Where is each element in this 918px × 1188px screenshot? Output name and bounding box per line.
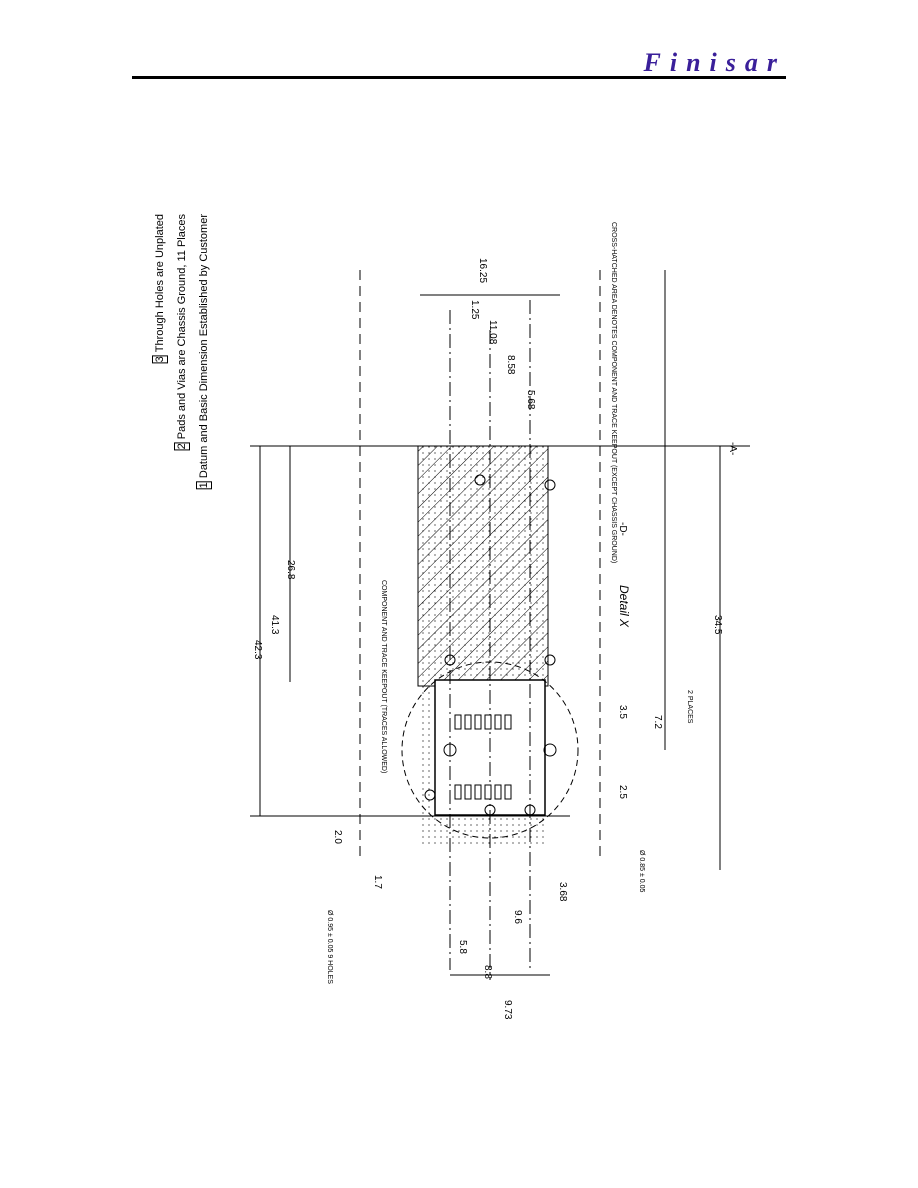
datum-d-label: -D- bbox=[617, 522, 628, 536]
dimension-label: 1.25 bbox=[469, 300, 480, 320]
dimension-label: 26.8 bbox=[285, 560, 296, 580]
dimension-label: 3.5 bbox=[617, 705, 628, 719]
hole bbox=[544, 654, 556, 666]
hole bbox=[444, 654, 456, 666]
datum-a-label: -A- bbox=[727, 442, 738, 455]
dimension-label: 16.25 bbox=[477, 258, 488, 283]
dimension-label: 11.08 bbox=[487, 320, 498, 345]
dimension-label: 9.6 bbox=[512, 910, 523, 924]
dimension-label: 5.68 bbox=[525, 390, 536, 410]
dimension-label: 5.8 bbox=[457, 940, 468, 954]
dimension-label: 8.8 bbox=[482, 965, 493, 979]
hole bbox=[544, 479, 556, 491]
dimension-label: 1.7 bbox=[372, 875, 383, 889]
mechanical-drawing: Detail X -A- -D- 16.25 1.25 11.08 8.58 5… bbox=[250, 222, 750, 1020]
callout-text: COMPONENT AND TRACE KEEPOUT (TRACES ALLO… bbox=[380, 580, 387, 773]
callout-text: Ø 0.95 ± 0.05 9 HOLES bbox=[326, 910, 333, 984]
callout-text: 2 PLACES bbox=[686, 690, 693, 724]
hole bbox=[484, 804, 496, 816]
callout-text: CROSS-HATCHED AREA DENOTES COMPONENT AND… bbox=[610, 222, 617, 563]
dimension-label: 9.73 bbox=[502, 1000, 513, 1020]
pad-row-bottom bbox=[454, 784, 512, 800]
hole bbox=[524, 804, 536, 816]
callout-text: Ø 0.85 ± 0.05 bbox=[638, 850, 645, 892]
hole bbox=[424, 789, 436, 801]
dimension-label: 2.5 bbox=[617, 785, 628, 799]
hole bbox=[443, 743, 457, 757]
dimension-label: 42.3 bbox=[252, 640, 263, 660]
dimension-label: 41.3 bbox=[269, 615, 280, 635]
dimension-label: 8.58 bbox=[505, 355, 516, 375]
dimension-label: 7.2 bbox=[652, 715, 663, 729]
dimension-label: 34.5 bbox=[712, 615, 723, 635]
finisar-logo: Finisar bbox=[643, 48, 786, 77]
header-rule bbox=[132, 76, 786, 79]
dimension-label: 3.68 bbox=[557, 882, 568, 902]
pad-row-top bbox=[454, 714, 512, 730]
hole bbox=[543, 743, 557, 757]
hole bbox=[474, 474, 486, 486]
detail-x-label: Detail X bbox=[617, 585, 631, 628]
dimension-label: 2.0 bbox=[332, 830, 343, 844]
